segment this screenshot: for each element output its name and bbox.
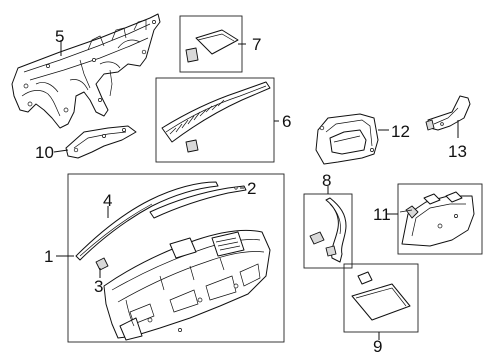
bracket-part-10 bbox=[65, 125, 137, 159]
callout-4: 4 bbox=[103, 191, 112, 210]
molding-part-4 bbox=[75, 181, 219, 261]
reinforcement-frame-part-5 bbox=[11, 13, 161, 129]
callout-7: 7 bbox=[252, 35, 261, 54]
glove-box-part-11 bbox=[399, 191, 475, 247]
trim-part-2 bbox=[149, 185, 247, 219]
callout-5: 5 bbox=[55, 27, 64, 46]
callouts: 5 7 6 10 12 13 8 11 9 2 4 1 3 bbox=[35, 27, 467, 356]
callout-13: 13 bbox=[448, 142, 467, 161]
pad-part-7 bbox=[185, 29, 239, 63]
leader-lines bbox=[53, 40, 459, 340]
clip-part-3 bbox=[95, 257, 109, 271]
callout-12: 12 bbox=[391, 122, 410, 141]
callout-11: 11 bbox=[373, 205, 391, 224]
part-9-box bbox=[343, 263, 419, 333]
leader-10 bbox=[53, 149, 69, 153]
part-11-box bbox=[397, 183, 483, 255]
panel-part-9 bbox=[351, 271, 411, 321]
wire-bracket-part-8 bbox=[309, 197, 347, 263]
callout-9: 9 bbox=[373, 337, 382, 356]
callout-3: 3 bbox=[94, 277, 103, 296]
callout-6: 6 bbox=[282, 112, 291, 131]
callout-1: 1 bbox=[44, 247, 53, 266]
callout-8: 8 bbox=[322, 171, 331, 190]
center-bezel-part-12 bbox=[315, 113, 379, 165]
callout-10: 10 bbox=[35, 143, 54, 162]
callout-2: 2 bbox=[247, 179, 256, 198]
defroster-grille-part-6 bbox=[161, 81, 271, 153]
instrument-panel-part-1 bbox=[103, 229, 271, 341]
bracket-part-13 bbox=[425, 95, 471, 131]
part-1-box bbox=[67, 173, 285, 343]
part-6-box bbox=[155, 77, 275, 163]
